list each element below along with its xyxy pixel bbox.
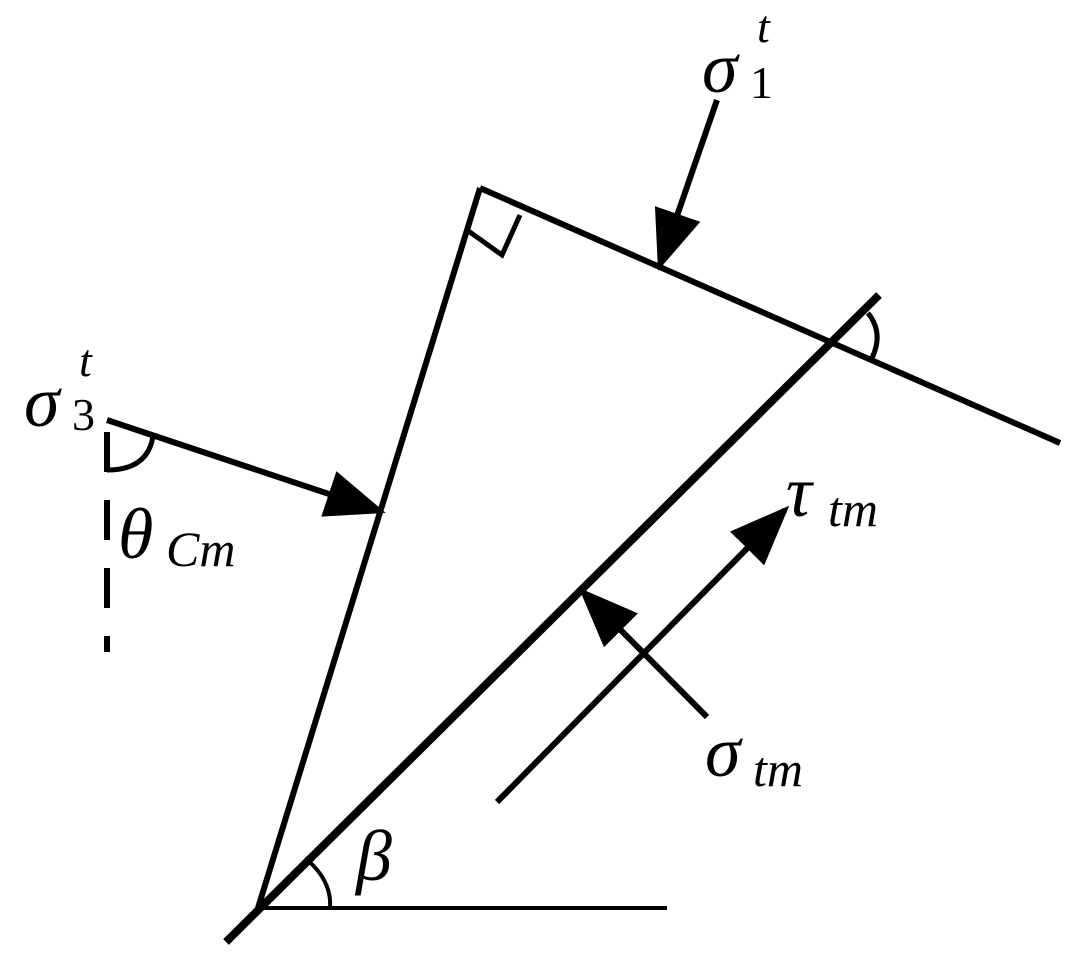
svg-text:θ: θ: [118, 494, 153, 574]
right-angle-marker: [465, 213, 523, 259]
tau-label: τ tm: [786, 452, 878, 537]
svg-text:tm: tm: [753, 741, 803, 797]
sigma1-arrow: [654, 99, 720, 271]
beta-label: β: [354, 816, 392, 896]
svg-text:t: t: [79, 335, 93, 386]
svg-text:3: 3: [72, 389, 95, 440]
svg-text:σ: σ: [24, 362, 62, 442]
svg-text:β: β: [354, 816, 392, 896]
svg-text:tm: tm: [828, 481, 878, 537]
sigma1-label: σ 1 t: [702, 1, 773, 108]
sigma-tm-arrow: [578, 587, 710, 720]
svg-text:σ: σ: [702, 28, 740, 108]
svg-text:σ: σ: [705, 712, 743, 792]
svg-text:t: t: [757, 1, 771, 52]
sigma-tm-label: σ tm: [705, 712, 803, 797]
theta-angle-arc: [106, 435, 156, 473]
tau-arrow: [494, 505, 790, 805]
sigma3-plane-line: [255, 187, 483, 909]
intersection-angle-arc: [865, 311, 880, 360]
theta-label: θ Cm: [118, 494, 235, 577]
sigma3-label: σ 3 t: [24, 335, 95, 442]
slip-plane-line: [223, 292, 882, 945]
svg-text:1: 1: [750, 57, 773, 108]
svg-text:Cm: Cm: [166, 521, 235, 577]
beta-angle-arc: [303, 856, 333, 909]
sigma1-plane-line: [478, 185, 1062, 446]
sigma3-arrow: [106, 417, 386, 517]
svg-text:τ: τ: [786, 452, 814, 532]
